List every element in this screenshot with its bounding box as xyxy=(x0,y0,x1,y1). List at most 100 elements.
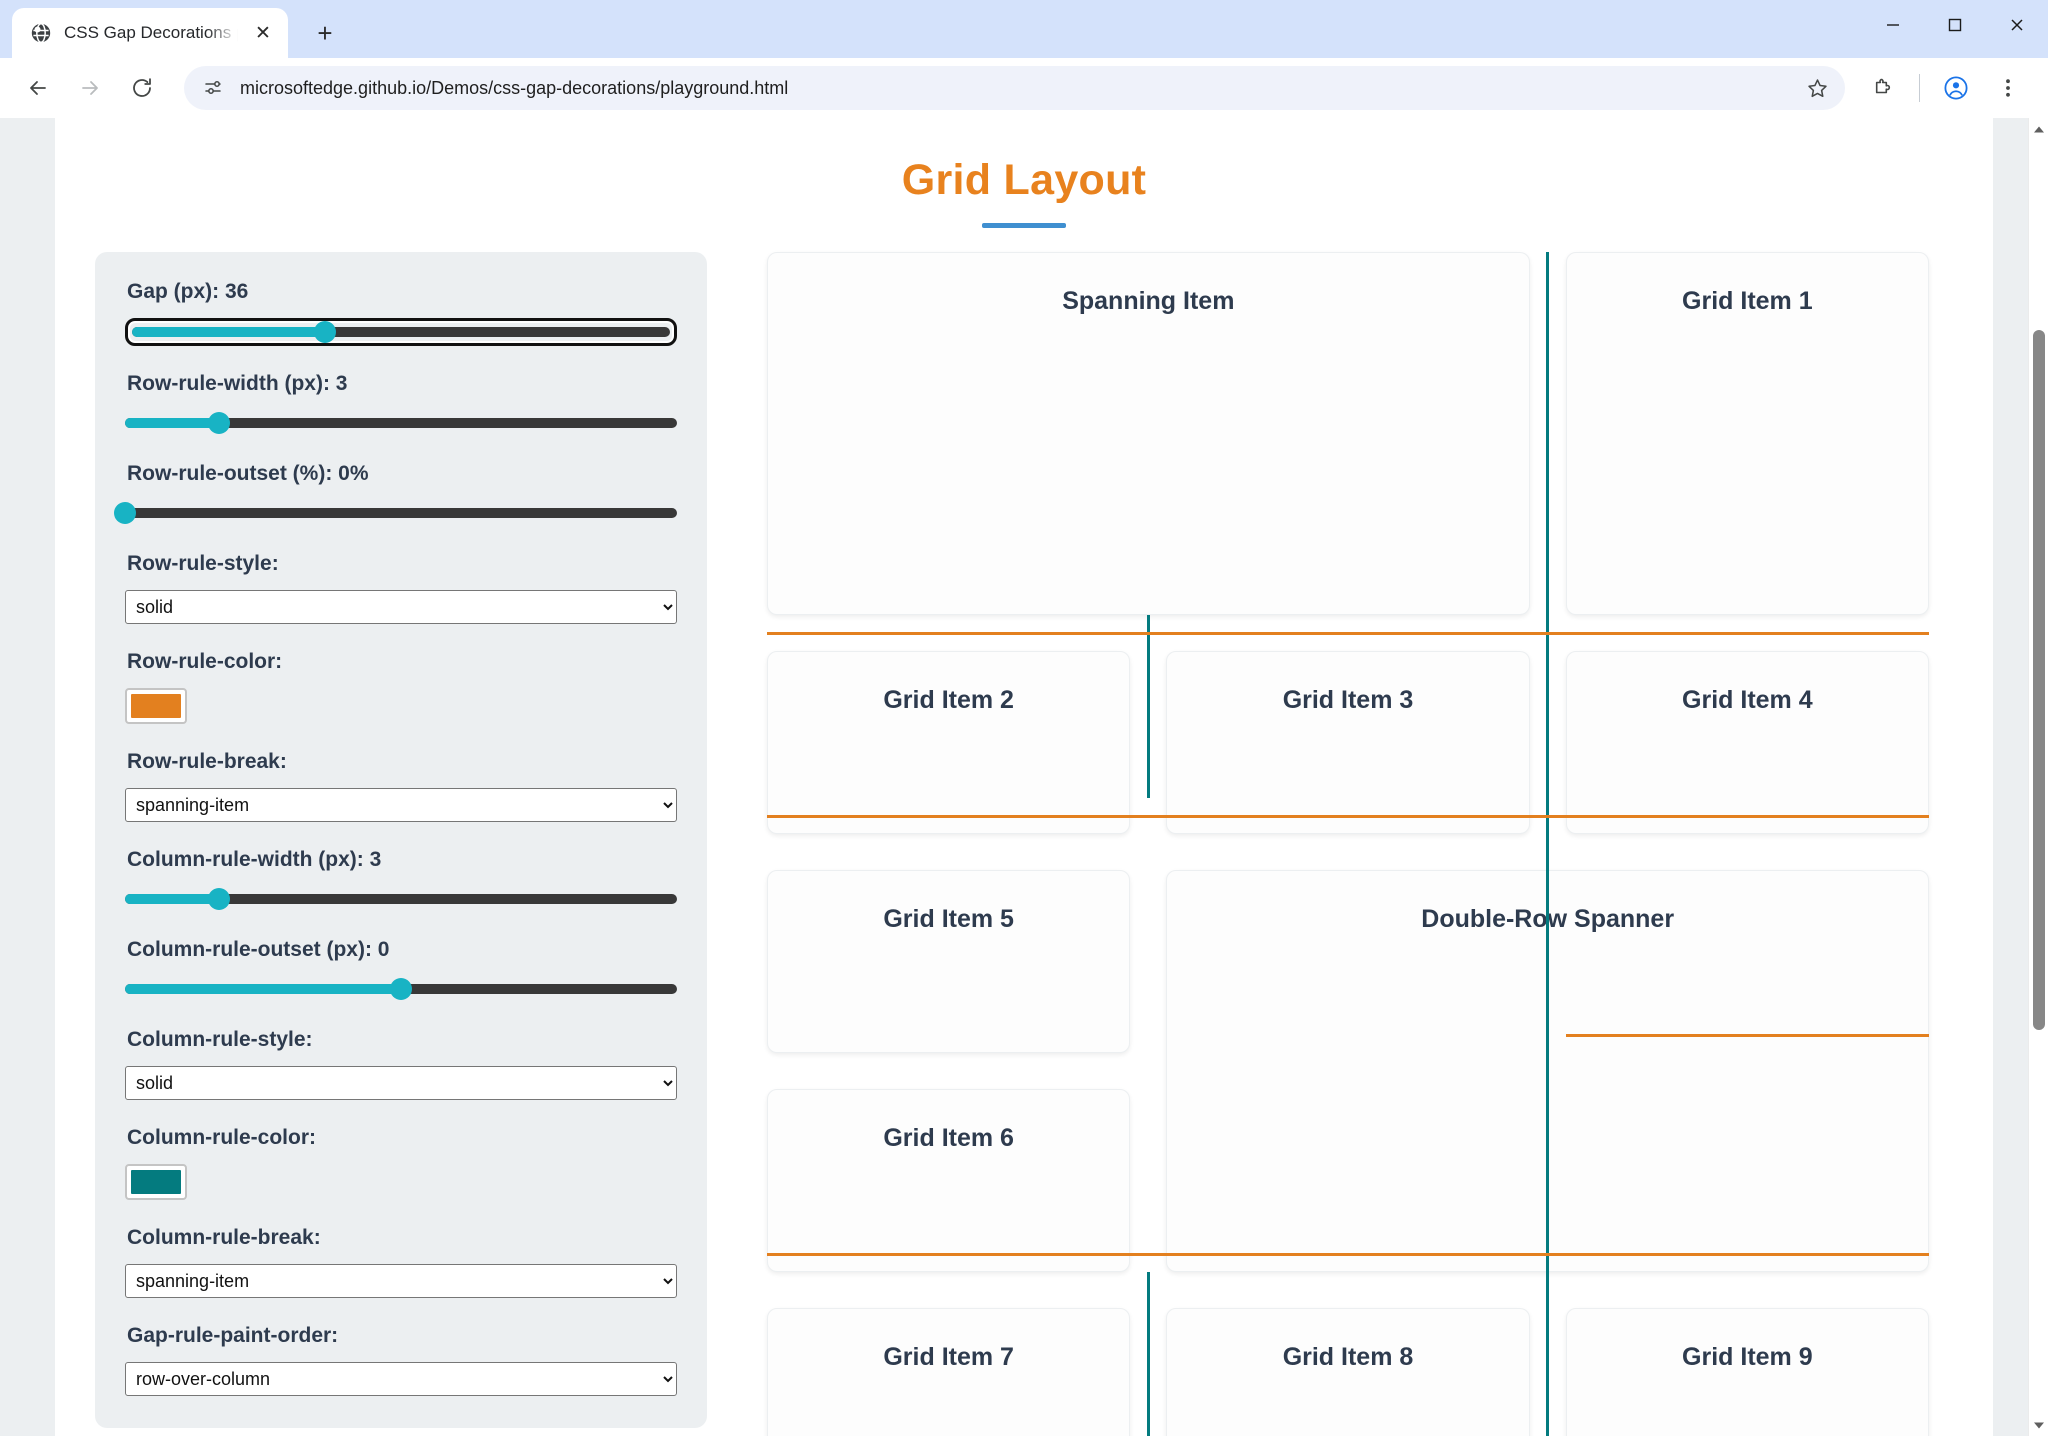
content-row: Gap (px): 36 Row-rule-width (px): 3 Row-ru… xyxy=(55,228,1993,1436)
grid-item: Grid Item 3 xyxy=(1166,651,1530,834)
new-tab-button[interactable]: + xyxy=(317,17,333,48)
slider-column-rule-outset[interactable] xyxy=(125,976,677,1002)
control-column-rule-break: Column-rule-break: nonespanning-iteminter… xyxy=(125,1226,677,1298)
slider-fill xyxy=(125,984,401,994)
grid-item: Grid Item 4 xyxy=(1565,651,1929,834)
puzzle-icon[interactable] xyxy=(1859,64,1907,112)
grid-item: Spanning Item xyxy=(767,252,1530,615)
control-row-rule-break: Row-rule-break: nonespanning-itemintersec… xyxy=(125,750,677,822)
slider-track xyxy=(125,418,677,428)
control-column-rule-color: Column-rule-color: xyxy=(125,1126,677,1200)
browser-title-bar: CSS Gap Decorations playgroun ✕ + xyxy=(0,0,2048,58)
slider-row-rule-outset[interactable] xyxy=(114,500,677,526)
three-dot-menu-icon[interactable] xyxy=(1984,64,2032,112)
control-gap: Gap (px): 36 xyxy=(125,280,677,346)
grid-item-label: Grid Item 2 xyxy=(883,686,1014,714)
grid-item-label: Grid Item 5 xyxy=(883,905,1014,933)
controls-panel: Gap (px): 36 Row-rule-width (px): 3 Row-ru… xyxy=(95,252,707,1428)
control-label-column-rule-break: Column-rule-break: xyxy=(127,1226,321,1249)
slider-track xyxy=(125,508,677,518)
column-rule-segment xyxy=(1146,615,1150,798)
scroll-down-arrow-icon[interactable] xyxy=(2029,1414,2048,1436)
grid-item: Grid Item 2 xyxy=(767,651,1131,834)
reload-button[interactable] xyxy=(118,64,166,112)
slider-gap[interactable] xyxy=(125,318,677,346)
grid-item: Grid Item 1 xyxy=(1565,252,1929,615)
control-label-column-rule-color: Column-rule-color: xyxy=(127,1126,316,1149)
slider-row-rule-width[interactable] xyxy=(125,410,677,436)
page-content: Grid Layout Gap (px): 36 Row-rule-width (… xyxy=(55,118,1993,1436)
close-icon[interactable]: ✕ xyxy=(255,22,271,44)
control-row-rule-color: Row-rule-color: xyxy=(125,650,677,724)
title-underline xyxy=(982,223,1066,228)
control-label-row-rule-color: Row-rule-color: xyxy=(127,650,283,673)
row-rule-segment xyxy=(1565,631,1929,635)
color-fill xyxy=(131,1170,181,1194)
control-label-row-rule-break: Row-rule-break: xyxy=(127,750,287,773)
site-settings-icon[interactable] xyxy=(200,75,226,101)
control-column-rule-style: Column-rule-style: nonesoliddasheddottedd… xyxy=(125,1028,677,1100)
slider-fill xyxy=(132,327,329,337)
forward-button[interactable] xyxy=(66,64,114,112)
grid-item: Grid Item 7 xyxy=(767,1308,1131,1436)
address-bar[interactable]: microsoftedge.github.io/Demos/css-gap-de… xyxy=(184,66,1845,110)
grid-container: Spanning Item Grid Item 1 Grid Item 2 Grid … xyxy=(767,252,1929,1436)
color-swatch-column-rule-color[interactable] xyxy=(125,1164,187,1200)
slider-thumb[interactable] xyxy=(114,502,136,524)
select-row-rule-break[interactable]: nonespanning-itemintersection xyxy=(125,788,677,822)
grid-item-label: Double-Row Spanner xyxy=(1421,905,1675,933)
select-column-rule-break[interactable]: nonespanning-itemintersection xyxy=(125,1264,677,1298)
scroll-up-arrow-icon[interactable] xyxy=(2029,118,2048,140)
page-title: Grid Layout xyxy=(901,156,1147,204)
profile-avatar-icon[interactable] xyxy=(1932,64,1980,112)
select-column-rule-style[interactable]: nonesoliddasheddotteddoublegrooveridgein… xyxy=(125,1066,677,1100)
column-rule-segment xyxy=(1146,1272,1150,1436)
page-viewport: Grid Layout Gap (px): 36 Row-rule-width (… xyxy=(0,118,2048,1436)
control-row-rule-width: Row-rule-width (px): 3 xyxy=(125,372,677,436)
slider-thumb[interactable] xyxy=(207,888,230,910)
grid-item-label: Grid Item 7 xyxy=(883,1343,1014,1371)
maximize-button[interactable] xyxy=(1924,0,1986,50)
toolbar-divider xyxy=(1919,74,1920,102)
control-row-rule-style: Row-rule-style: nonesoliddasheddotteddoub… xyxy=(125,552,677,624)
tab-title: CSS Gap Decorations playgroun xyxy=(64,23,238,42)
slider-thumb[interactable] xyxy=(313,321,336,343)
browser-tab[interactable]: CSS Gap Decorations playgroun ✕ xyxy=(12,8,288,58)
control-label-gap-rule-paint-order: Gap-rule-paint-order: xyxy=(127,1324,339,1347)
select-gap-rule-paint-order[interactable]: row-over-columncolumn-over-row xyxy=(125,1362,677,1396)
control-column-rule-width: Column-rule-width (px): 3 xyxy=(125,848,677,912)
slider-thumb[interactable] xyxy=(207,412,230,434)
back-button[interactable] xyxy=(14,64,62,112)
scrollbar-thumb[interactable] xyxy=(2032,330,2045,1030)
control-label-row-rule-style: Row-rule-style: xyxy=(127,552,279,575)
grid-item-label: Grid Item 1 xyxy=(1682,287,1813,315)
grid-item: Double-Row Spanner xyxy=(1166,870,1929,1272)
slider-fill xyxy=(125,418,219,428)
grid-item-label: Spanning Item xyxy=(1062,287,1235,315)
star-icon[interactable] xyxy=(1797,68,1837,108)
control-column-rule-outset: Column-rule-outset (px): 0 xyxy=(125,938,677,1002)
slider-column-rule-width[interactable] xyxy=(125,886,677,912)
slider-thumb[interactable] xyxy=(390,978,412,1000)
globe-icon xyxy=(30,22,52,44)
control-row-rule-outset: Row-rule-outset (%): 0% xyxy=(114,462,677,526)
control-label-column-rule-width: Column-rule-width (px): 3 xyxy=(127,848,382,871)
grid-item-label: Grid Item 3 xyxy=(1282,686,1414,714)
page-left-gutter xyxy=(0,118,55,1436)
browser-toolbar: microsoftedge.github.io/Demos/css-gap-de… xyxy=(0,58,2048,118)
vertical-scrollbar[interactable] xyxy=(2028,118,2048,1436)
minimize-button[interactable] xyxy=(1862,0,1924,50)
select-row-rule-style[interactable]: nonesoliddasheddotteddoublegrooveridgein… xyxy=(125,590,677,624)
grid-item: Grid Item 6 xyxy=(767,1089,1131,1272)
scrollbar-track[interactable] xyxy=(2029,140,2048,1414)
grid-item-label: Grid Item 6 xyxy=(883,1124,1014,1152)
close-window-button[interactable] xyxy=(1986,0,2048,50)
color-swatch-row-rule-color[interactable] xyxy=(125,688,187,724)
control-label-row-rule-width: Row-rule-width (px): 3 xyxy=(127,372,348,395)
window-controls xyxy=(1862,0,2048,50)
slider-track xyxy=(132,327,670,337)
control-label-column-rule-style: Column-rule-style: xyxy=(127,1028,313,1051)
grid-item-label: Grid Item 8 xyxy=(1282,1343,1414,1371)
grid-item-label: Grid Item 4 xyxy=(1682,686,1813,714)
color-fill xyxy=(131,694,181,718)
